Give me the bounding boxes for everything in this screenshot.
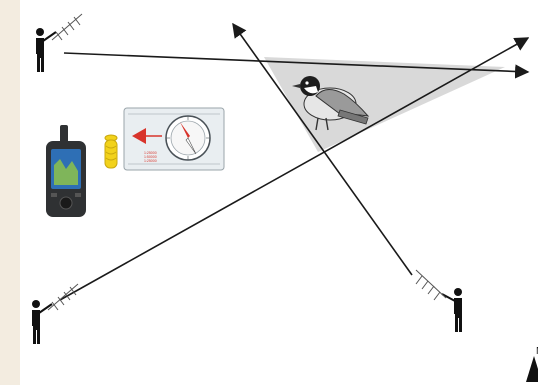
person-with-antenna-icon — [416, 270, 462, 332]
compass-scale-label: 1:25000 — [144, 159, 157, 163]
gps-device-icon — [46, 125, 86, 217]
person-with-antenna-icon — [36, 14, 82, 72]
rope-coil-icon — [105, 135, 117, 168]
baseplate-compass-icon: 1:25000 1:50000 1:25000 — [124, 108, 224, 170]
north-arrow-icon: N — [526, 346, 538, 382]
